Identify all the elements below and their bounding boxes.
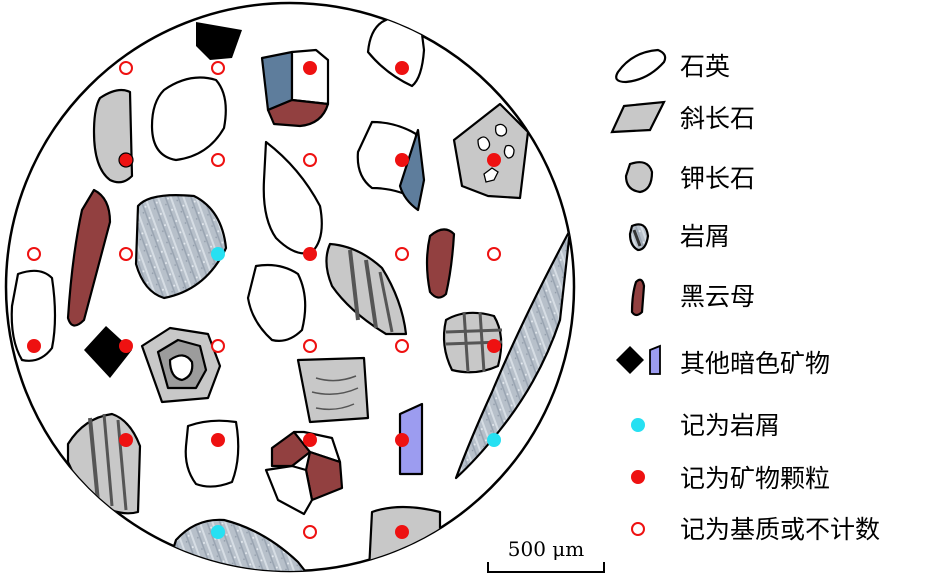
legend-label: 其他暗色矿物 [680,349,830,378]
legend-item-kfeldspar: 钾长石 [624,161,755,194]
quartz-grain [10,269,57,362]
legend-label: 记为岩屑 [680,411,780,440]
legend-label: 斜长石 [680,104,755,133]
legend-item-counted-matrix: 记为基质或不计数 [631,515,880,544]
legend-label: 钾长石 [680,164,755,193]
composite-lithic-grain [260,48,330,128]
plagioclase-grain [296,356,370,424]
lithic-grain [134,194,228,300]
mineral-points [27,61,501,539]
biotite-swatch-icon [630,278,646,317]
zoned-kfeldspar-grain [140,326,222,404]
legend-label: 岩屑 [680,222,730,251]
legend-label: 黑云母 [680,282,755,311]
dark-mineral-swatch-icon [616,346,644,374]
lithic-points [211,247,501,539]
plagioclase-grain [452,102,530,200]
legend-label: 记为矿物颗粒 [680,464,830,493]
dark-mineral-grain [196,22,242,60]
dark-mineral-swatch-icon [649,344,661,375]
biotite-grain [425,228,456,299]
legend: 石英 斜长石 钾长石 岩屑 黑云母 其他暗色矿物 记为岩屑 [610,48,880,544]
legend-item-dark-minerals: 其他暗色矿物 [616,344,830,378]
legend-item-counted-mineral: 记为矿物颗粒 [631,464,830,493]
quartz-swatch-icon [615,48,667,84]
dark-mineral-grain [398,402,424,476]
plagioclase-grain [66,412,142,515]
matrix-points [27,61,501,539]
red-ring-icon [631,522,645,536]
legend-item-counted-lithic: 记为岩屑 [631,411,780,440]
quartz-grain [150,76,227,162]
lithic-grain [158,518,322,571]
plagioclase-grain [366,505,442,571]
quartz-grain [184,419,240,488]
legend-item-biotite: 黑云母 [630,278,755,317]
kfeldspar-grain [92,88,134,184]
scale-bar-label: 500 μm [508,537,585,561]
dark-mineral-grain [84,326,132,378]
lithic-grain [454,228,572,480]
thin-section-field [4,1,576,573]
red-dot-icon [631,470,645,484]
quartz-grain [246,263,307,342]
legend-item-quartz: 石英 [615,48,730,84]
legend-label: 记为基质或不计数 [680,515,880,544]
cyan-dot-icon [631,418,645,432]
legend-item-plagioclase: 斜长石 [610,100,755,134]
plagioclase-swatch-icon [610,100,666,134]
legend-item-lithic: 岩屑 [628,222,730,252]
scale-bar: 500 μm [480,530,612,573]
plagioclase-grain [325,242,408,336]
quartz-with-lithic-grain [356,120,426,212]
biotite-grain [66,188,112,327]
legend-label: 石英 [680,52,730,81]
kfeldspar-swatch-icon [624,161,654,194]
plagioclase-grain [442,311,503,374]
